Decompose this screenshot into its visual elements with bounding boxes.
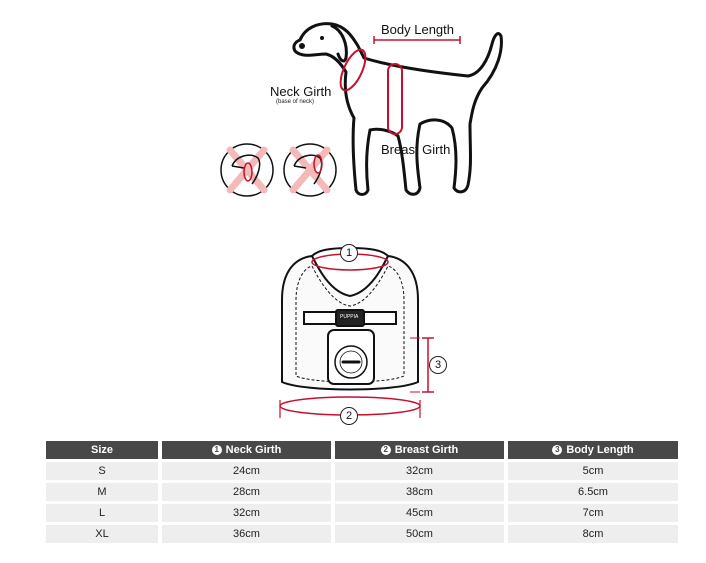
cell-neck-girth: 28cm xyxy=(162,483,331,501)
number-two-icon: 2 xyxy=(380,445,391,455)
length-measure-badge: 3 xyxy=(429,356,447,374)
neck-measure-badge: 1 xyxy=(340,244,358,262)
header-size: Size xyxy=(46,441,158,459)
neck-girth-loop-icon xyxy=(339,48,367,92)
table-row: M 28cm 38cm 6.5cm xyxy=(46,483,678,501)
diagram-illustration xyxy=(220,22,503,418)
cell-neck-girth: 32cm xyxy=(162,504,331,522)
wrong-neck-measure-icon xyxy=(220,143,274,197)
neck-girth-label: Neck Girth xyxy=(270,84,332,99)
cell-body-length: 5cm xyxy=(508,462,678,480)
chest-measure-badge: 2 xyxy=(340,407,358,425)
dog-outline-icon xyxy=(292,22,503,196)
cell-size: XL xyxy=(46,525,158,543)
cell-breast-girth: 32cm xyxy=(335,462,504,480)
breast-girth-label: Breast Girth xyxy=(381,142,451,157)
length-measure-arrow-icon xyxy=(410,337,434,393)
table-row: XL 36cm 50cm 8cm xyxy=(46,525,678,543)
table-row: L 32cm 45cm 7cm xyxy=(46,504,678,522)
cell-breast-girth: 38cm xyxy=(335,483,504,501)
cell-size: L xyxy=(46,504,158,522)
cell-body-length: 6.5cm xyxy=(508,483,678,501)
cell-breast-girth: 50cm xyxy=(335,525,504,543)
body-length-label: Body Length xyxy=(381,22,455,37)
cell-size: S xyxy=(46,462,158,480)
cell-body-length: 8cm xyxy=(508,525,678,543)
number-one-icon: 1 xyxy=(211,445,222,455)
cell-breast-girth: 45cm xyxy=(335,504,504,522)
cell-size: M xyxy=(46,483,158,501)
cell-neck-girth: 24cm xyxy=(162,462,331,480)
brand-tag: PUPPIA xyxy=(340,314,359,320)
measurement-diagram: Body Length Neck Girth (base of neck) Br… xyxy=(220,22,503,425)
table-row: S 24cm 32cm 5cm xyxy=(46,462,678,480)
wrong-head-measure-icon xyxy=(283,143,337,197)
cell-neck-girth: 36cm xyxy=(162,525,331,543)
body-length-arrow-icon xyxy=(373,36,461,44)
neck-girth-note: (base of neck) xyxy=(276,99,315,105)
number-three-icon: 3 xyxy=(552,445,563,455)
breast-girth-loop-icon xyxy=(387,63,403,135)
cell-body-length: 7cm xyxy=(508,504,678,522)
